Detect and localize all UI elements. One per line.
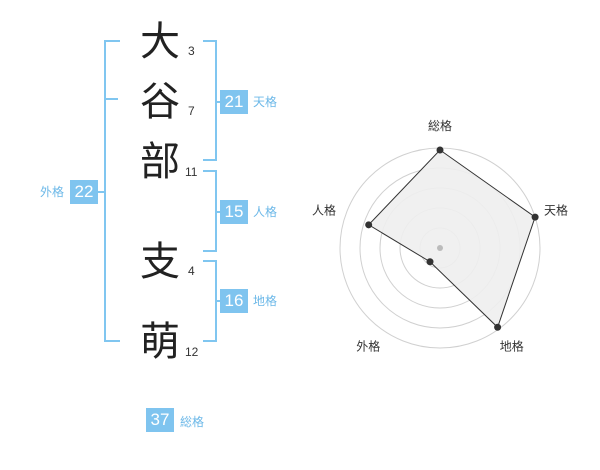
radar-point-3 xyxy=(494,323,502,331)
soukaku-label: 総格 xyxy=(180,415,205,429)
radar-center-dot xyxy=(437,245,443,251)
stroke-count-5: 12 xyxy=(185,345,199,359)
jinkaku-value-box: 15 xyxy=(220,200,248,224)
tenkaku-connector xyxy=(215,101,221,103)
radar-point-4 xyxy=(426,258,434,266)
radar-point-1 xyxy=(436,146,444,154)
chikaku-connector xyxy=(215,300,221,302)
radar-axis-label-5: 人格 xyxy=(312,202,336,217)
gaikaku-bracket-tick xyxy=(104,98,118,100)
radar-axis-label-4: 外格 xyxy=(356,339,380,354)
stroke-count-1: 3 xyxy=(188,44,195,58)
surname-char-3: 部 xyxy=(140,139,180,185)
stroke-count-4: 4 xyxy=(188,264,195,278)
surname-char-2: 谷 xyxy=(140,79,180,125)
stroke-count-3: 11 xyxy=(185,165,198,179)
gaikaku-label: 外格 xyxy=(40,185,65,199)
radar-point-5 xyxy=(365,221,373,229)
tenkaku-label: 天格 xyxy=(253,95,278,109)
chikaku-label: 地格 xyxy=(253,294,278,308)
radar-axis-label-1: 総格 xyxy=(428,118,452,133)
given-char-1: 支 xyxy=(140,239,180,285)
given-char-2: 萌 xyxy=(140,319,180,365)
gaikaku-bracket-connector xyxy=(98,191,106,193)
chikaku-value-box: 16 xyxy=(220,289,248,313)
radar-point-2 xyxy=(531,213,539,221)
radar-polygon xyxy=(367,149,536,329)
radar-axis-label-2: 天格 xyxy=(544,202,568,217)
tenkaku-value-box: 21 xyxy=(220,90,248,114)
tenkaku-bracket xyxy=(203,40,217,161)
soukaku-value-box: 37 xyxy=(146,408,174,432)
radar-axis-label-3: 地格 xyxy=(500,339,524,354)
gaikaku-value-box: 22 xyxy=(70,180,98,204)
surname-char-1: 大 xyxy=(140,19,180,65)
stroke-count-2: 7 xyxy=(188,104,195,118)
jinkaku-connector xyxy=(215,211,221,213)
jinkaku-label: 人格 xyxy=(253,205,278,219)
